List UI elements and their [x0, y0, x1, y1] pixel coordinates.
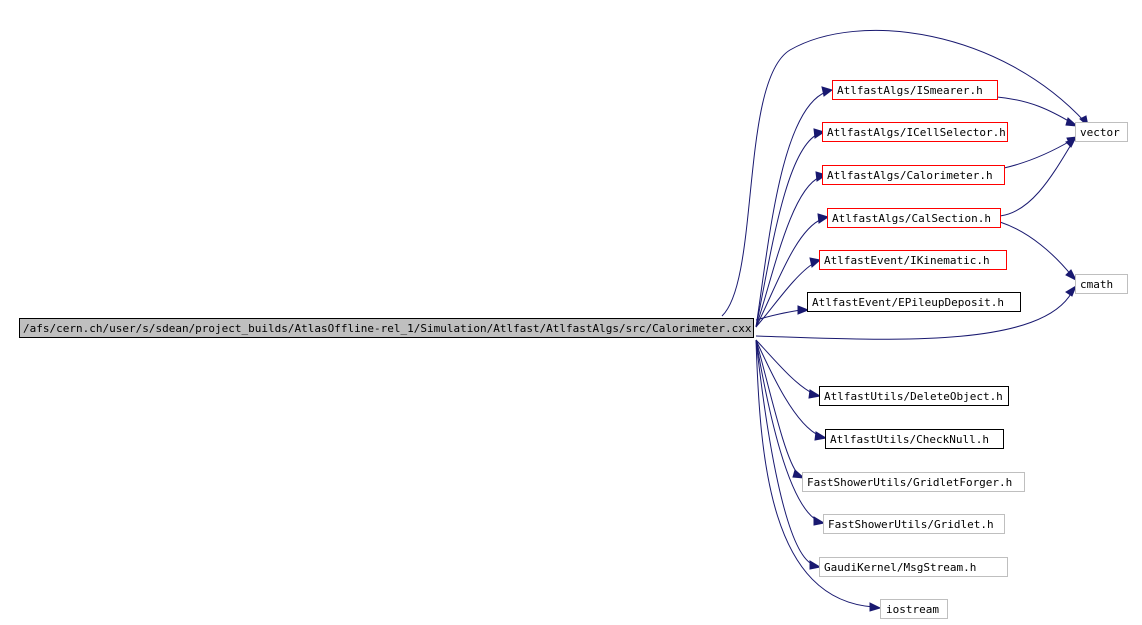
edge-calorimeter-vector — [1003, 139, 1073, 169]
root-node-label: /afs/cern.ch/user/s/sdean/project_builds… — [23, 322, 752, 335]
node-label: cmath — [1080, 278, 1113, 291]
node-label: AtlfastAlgs/ISmearer.h — [837, 84, 983, 97]
node-icellselector[interactable]: AtlfastAlgs/ICellSelector.h — [822, 122, 1008, 142]
arrow-checknull — [814, 431, 828, 441]
edge-root-deleteobject — [755, 339, 815, 395]
arrow-epileup — [797, 305, 810, 315]
node-cmath[interactable]: cmath — [1075, 274, 1128, 294]
node-label: iostream — [886, 603, 939, 616]
node-gridletforger[interactable]: FastShowerUtils/GridletForger.h — [802, 472, 1025, 492]
edge-calsection-cmath — [999, 221, 1073, 277]
node-ikinematic[interactable]: AtlfastEvent/IKinematic.h — [819, 250, 1007, 270]
edges — [721, 29, 1086, 608]
node-calorimeter[interactable]: AtlfastAlgs/Calorimeter.h — [822, 165, 1005, 185]
node-calsection[interactable]: AtlfastAlgs/CalSection.h — [827, 208, 1001, 228]
node-checknull[interactable]: AtlfastUtils/CheckNull.h — [825, 429, 1004, 449]
node-deleteobject[interactable]: AtlfastUtils/DeleteObject.h — [819, 386, 1009, 406]
node-epileupdeposit[interactable]: AtlfastEvent/EPileupDeposit.h — [807, 292, 1021, 312]
node-label: FastShowerUtils/GridletForger.h — [807, 476, 1012, 489]
node-gridlet[interactable]: FastShowerUtils/Gridlet.h — [823, 514, 1005, 534]
edge-root-epileup — [755, 309, 803, 321]
edge-root-ismearer — [755, 91, 827, 328]
edge-root-icellselector — [755, 133, 819, 328]
node-label: AtlfastEvent/EPileupDeposit.h — [812, 296, 1004, 309]
arrow-cmath-root — [1065, 284, 1078, 297]
node-label: AtlfastAlgs/Calorimeter.h — [827, 169, 993, 182]
arrow-ikinematic — [809, 257, 822, 268]
arrow-vector-calsection — [1065, 138, 1076, 148]
arrow-cmath-calsection — [1065, 269, 1078, 282]
arrow-gridletforger — [792, 469, 806, 479]
node-label: AtlfastEvent/IKinematic.h — [824, 254, 990, 267]
node-label: AtlfastUtils/DeleteObject.h — [824, 390, 1003, 403]
edge-calsection-vector — [999, 142, 1073, 217]
edge-root-calorimeter — [755, 176, 821, 328]
edge-root-iostream — [755, 339, 875, 608]
edge-root-ikinematic — [755, 262, 815, 328]
arrow-calsection — [817, 213, 830, 224]
node-msgstream[interactable]: GaudiKernel/MsgStream.h — [819, 557, 1008, 577]
arrow-msgstream — [809, 560, 822, 570]
edge-ismearer-vector — [996, 96, 1073, 124]
arrow-icellselector — [813, 128, 826, 139]
node-label: vector — [1080, 126, 1120, 139]
edge-root-gridletforger — [755, 339, 799, 475]
edge-root-calsection — [755, 218, 823, 328]
arrow-deleteobject — [808, 389, 822, 399]
node-vector[interactable]: vector — [1075, 122, 1128, 142]
edge-root-vector — [721, 29, 1086, 317]
edge-root-msgstream — [755, 339, 815, 566]
edge-root-cmath — [755, 291, 1073, 340]
node-label: GaudiKernel/MsgStream.h — [824, 561, 976, 574]
node-iostream[interactable]: iostream — [880, 599, 948, 619]
node-label: AtlfastAlgs/CalSection.h — [832, 212, 991, 225]
arrow-gridlet — [813, 516, 826, 526]
edge-root-checknull — [755, 339, 821, 437]
arrow-vector-ismearer — [1065, 117, 1079, 127]
node-label: FastShowerUtils/Gridlet.h — [828, 518, 994, 531]
arrow-iostream — [869, 602, 882, 612]
node-label: AtlfastAlgs/ICellSelector.h — [827, 126, 1006, 139]
root-node[interactable]: /afs/cern.ch/user/s/sdean/project_builds… — [19, 318, 754, 338]
node-ismearer[interactable]: AtlfastAlgs/ISmearer.h — [832, 80, 998, 100]
arrow-ismearer — [821, 86, 834, 97]
node-label: AtlfastUtils/CheckNull.h — [830, 433, 989, 446]
edge-root-gridlet — [755, 339, 819, 522]
